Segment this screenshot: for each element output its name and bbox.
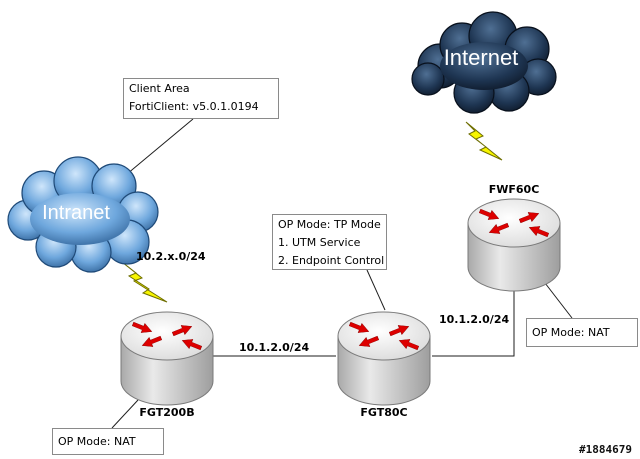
watermark: #1884679: [579, 443, 632, 456]
device-label-fgt80c: FGT80C: [360, 406, 407, 419]
subnet-label-fgt200b-fgt80c: 10.1.2.0/24: [239, 341, 309, 354]
routers: [120, 198, 561, 406]
cloud-label-intranet: Intranet: [42, 202, 110, 224]
device-label-fgt200b: FGT200B: [139, 406, 194, 419]
router-icon-fgt80c: [337, 311, 431, 406]
connection-lines: [111, 118, 573, 429]
callout-line: OP Mode: NAT: [58, 435, 136, 448]
callout-client-area: Client Area FortiClient: v5.0.1.0194: [123, 78, 279, 119]
leader-fgt200b-mode: [111, 399, 139, 429]
callout-fgt200b-mode: OP Mode: NAT: [52, 428, 164, 455]
subnet-label-intranet: 10.2.x.0/24: [136, 250, 206, 263]
leader-fwf60c-mode: [544, 282, 573, 319]
callout-line: OP Mode: NAT: [532, 326, 610, 339]
callout-fgt80c-mode: OP Mode: TP Mode 1. UTM Service 2. Endpo…: [272, 214, 387, 270]
cloud-label-internet: Internet: [444, 45, 519, 70]
leader-fgt80c-mode: [366, 269, 386, 311]
cloud-icon-internet: [411, 11, 557, 114]
router-icon-fgt200b: [120, 311, 214, 406]
leader-client-area: [126, 118, 194, 175]
subnet-label-fgt80c-fwf60c: 10.1.2.0/24: [439, 313, 509, 326]
lightning-bolt-icon-internet: [465, 121, 503, 161]
callout-line: FortiClient: v5.0.1.0194: [129, 100, 259, 113]
callout-line: Client Area: [129, 82, 190, 95]
lightning-bolt-icon-intranet: [121, 261, 168, 303]
router-icon-fwf60c: [467, 198, 561, 292]
device-label-fwf60c: FWF60C: [489, 183, 540, 196]
callout-line: OP Mode: TP Mode: [278, 218, 381, 231]
cloud-icon-intranet: [7, 156, 159, 273]
callout-fwf60c-mode: OP Mode: NAT: [526, 318, 638, 347]
link-fgt80c-fwf60c: [432, 289, 515, 357]
callout-line: 2. Endpoint Control: [278, 254, 385, 267]
callout-line: 1. UTM Service: [278, 236, 361, 249]
